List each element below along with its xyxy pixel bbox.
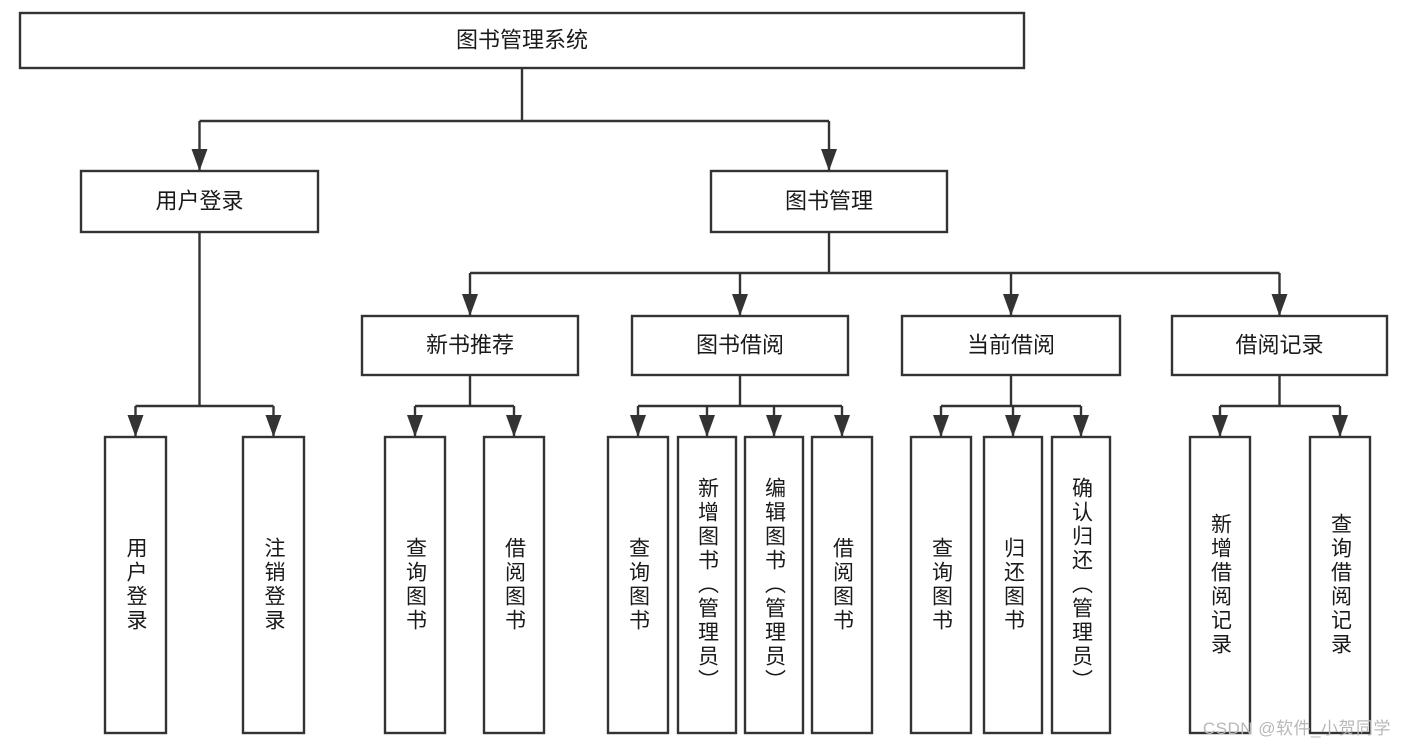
arrow-head-icon bbox=[265, 415, 282, 437]
node-box-borrow-record bbox=[1170, 314, 1389, 377]
node-label-new-book-recommend: 新书推荐 bbox=[426, 332, 514, 357]
arrow-head-icon bbox=[630, 415, 646, 437]
node-box-borrow-book-1 bbox=[482, 435, 546, 735]
node-label-book-management: 图书管理 bbox=[785, 188, 873, 213]
arrow-head-icon bbox=[506, 415, 522, 437]
node-box-add-book-admin bbox=[676, 435, 738, 735]
node-box-book-borrow bbox=[630, 314, 850, 377]
arrow-head-icon bbox=[766, 415, 782, 437]
node-box-user-logout-leaf bbox=[241, 435, 306, 735]
node-box-confirm-return-admin bbox=[1050, 435, 1112, 735]
node-box-root bbox=[18, 11, 1026, 70]
arrow-head-icon bbox=[1271, 294, 1288, 316]
node-box-query-borrow-record bbox=[1308, 435, 1372, 735]
arrow-head-icon bbox=[1005, 415, 1021, 437]
arrow-head-icon bbox=[933, 415, 949, 437]
arrow-head-icon bbox=[732, 294, 748, 316]
node-box-user-login bbox=[79, 169, 320, 234]
node-box-new-book-recommend bbox=[360, 314, 580, 377]
node-box-user-login-leaf bbox=[103, 435, 168, 735]
arrow-head-icon bbox=[191, 149, 208, 171]
arrow-head-icon bbox=[1332, 415, 1348, 437]
boxes-layer bbox=[18, 11, 1389, 735]
arrow-head-icon bbox=[1073, 415, 1089, 437]
arrow-head-icon bbox=[699, 415, 715, 437]
arrow-head-icon bbox=[407, 415, 423, 437]
arrow-head-icon bbox=[462, 294, 478, 316]
arrow-head-icon bbox=[1003, 294, 1019, 316]
arrow-head-icon bbox=[127, 415, 144, 437]
node-box-query-book-2 bbox=[606, 435, 670, 735]
node-box-book-management bbox=[709, 169, 949, 234]
node-box-query-book-3 bbox=[909, 435, 973, 735]
node-label-user-login: 用户登录 bbox=[155, 188, 243, 213]
node-label-root: 图书管理系统 bbox=[456, 27, 588, 52]
node-box-edit-book-admin bbox=[743, 435, 805, 735]
node-box-current-borrow bbox=[900, 314, 1122, 377]
watermark-text: CSDN @软件_小贺同学 bbox=[1202, 719, 1391, 738]
arrow-head-icon bbox=[821, 149, 837, 171]
node-label-book-borrow: 图书借阅 bbox=[696, 332, 784, 357]
node-box-return-book bbox=[982, 435, 1044, 735]
node-box-query-book-1 bbox=[383, 435, 447, 735]
arrow-head-icon bbox=[1212, 415, 1228, 437]
arrow-head-icon bbox=[834, 415, 850, 437]
connectors-layer bbox=[127, 68, 1348, 437]
node-box-borrow-book-2 bbox=[810, 435, 874, 735]
node-label-borrow-record: 借阅记录 bbox=[1235, 332, 1323, 357]
node-box-add-borrow-record bbox=[1188, 435, 1252, 735]
node-label-current-borrow: 当前借阅 bbox=[967, 332, 1055, 357]
